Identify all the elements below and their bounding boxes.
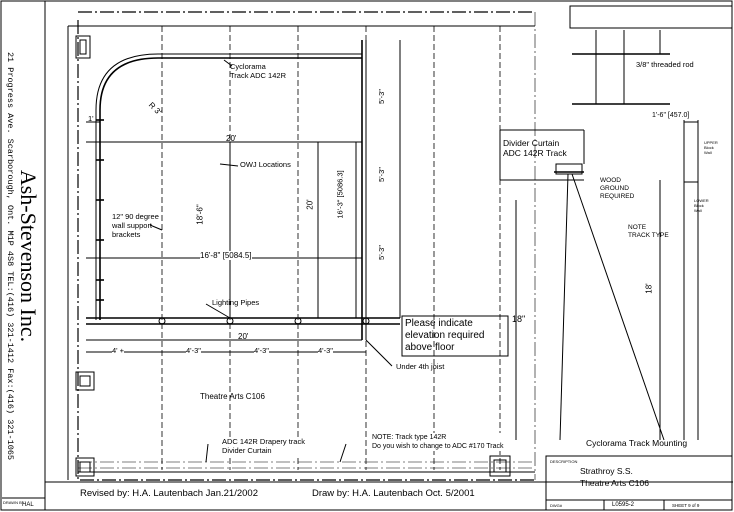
column-bottom-left-inner xyxy=(79,461,91,473)
label-dim-5-3-c: 5'-3" xyxy=(376,245,386,260)
label-wood-ground: WOOD GROUND REQUIRED xyxy=(600,177,635,200)
label-cyc-mounting: Cyclorama Track Mounting xyxy=(586,438,688,448)
mounting-detail xyxy=(499,5,733,441)
column-top-left xyxy=(75,35,91,59)
label-lighting-pipes: Lighting Pipes xyxy=(212,298,260,307)
label-dim-4-3-b: 4'-3" xyxy=(254,346,269,355)
project-name: Strathroy S.S. xyxy=(580,466,633,476)
drawn-by-note: Draw by: H.A. Lautenbach Oct. 5/2001 xyxy=(312,488,475,499)
wall-outline xyxy=(77,20,535,481)
dwg-number: L0595-2 xyxy=(612,502,635,508)
label-divider-title: Divider Curtain ADC 142R Track xyxy=(503,138,567,158)
label-dim-20-bottom: 20' xyxy=(238,332,249,341)
label-note-track: NOTE: Track type 142R Do you wish to cha… xyxy=(372,433,504,451)
column-top-left-inner xyxy=(79,39,87,55)
label-dim-1ft: 1' xyxy=(88,114,94,123)
label-wall-brackets: 12" 90 degree wall support brackets xyxy=(112,212,159,239)
cyclorama-track-outer xyxy=(95,53,362,320)
sheet-number: SHEET 9 of 9 xyxy=(672,503,700,508)
label-lower-block: LOWER Block Wall xyxy=(694,198,709,213)
column-bottom-right xyxy=(489,455,511,477)
column-bottom-left xyxy=(75,457,95,477)
dwg-label: DWG# xyxy=(550,503,562,508)
joist-lines xyxy=(161,26,501,470)
label-dim-5-3-a: 5'-3" xyxy=(376,89,386,104)
label-cyclorama-track: Cyclorama Track ADC 142R xyxy=(230,62,286,80)
revised-by: Revised by: H.A. Lautenbach Jan.21/2002 xyxy=(80,488,258,499)
label-threaded-rod: 3/8" threaded rod xyxy=(636,60,694,69)
drawn-by-initials: HAL xyxy=(22,502,34,508)
label-dim-4ft: 4' + xyxy=(112,346,125,355)
label-dim-1-6: 1'-6" [457.0] xyxy=(652,112,690,119)
label-dim-4-3-a: 4'-3" xyxy=(186,346,201,355)
wall-brackets xyxy=(96,119,104,301)
label-note-track-type: NOTE TRACK TYPE xyxy=(628,224,669,239)
label-upper-block: UPPER Block Wall xyxy=(704,140,718,155)
company-name: Ash-Stevenson Inc. xyxy=(16,169,41,343)
pipe-supports xyxy=(158,317,370,325)
company-address: 21 Progress Ave. Scarborough, Ont. M1P 4… xyxy=(5,51,15,461)
elevation-callout-box xyxy=(401,315,509,357)
label-drapery-track: ADC 142R Drapery track Divider Curtain xyxy=(222,437,305,455)
label-room-name: Theatre Arts C106 xyxy=(200,392,265,401)
label-dim-18ft: 18' xyxy=(644,283,654,294)
column-mid-left xyxy=(75,371,95,391)
label-dim-16-8: 16'-8" [5084.5] xyxy=(200,251,252,260)
description-label: DESCRIPTION xyxy=(550,459,578,464)
label-dim-18in: 18" xyxy=(512,314,526,324)
column-mid-left-inner xyxy=(79,375,91,387)
label-callout: Please indicate elevation required above… xyxy=(405,318,485,353)
label-dim-5-3-b: 5'-3" xyxy=(376,167,386,182)
title-block xyxy=(545,455,733,511)
project-sub: Theatre Arts C106 xyxy=(580,478,649,488)
label-dim-20-top: 20' xyxy=(226,134,237,143)
label-dim-4-3-c: 4'-3" xyxy=(318,346,333,355)
label-dim-18-6: 18'-6" xyxy=(195,204,205,225)
drawn-by-label: DRAWN BY xyxy=(3,500,25,505)
label-dim-16-3: 16'-3" [5086.3] xyxy=(335,170,345,219)
label-owj: OWJ Locations xyxy=(240,160,291,169)
cyclorama-track xyxy=(99,57,362,320)
label-dim-20-vert: 20' xyxy=(305,199,315,210)
label-under-joist: Under 4th joist xyxy=(396,362,445,371)
